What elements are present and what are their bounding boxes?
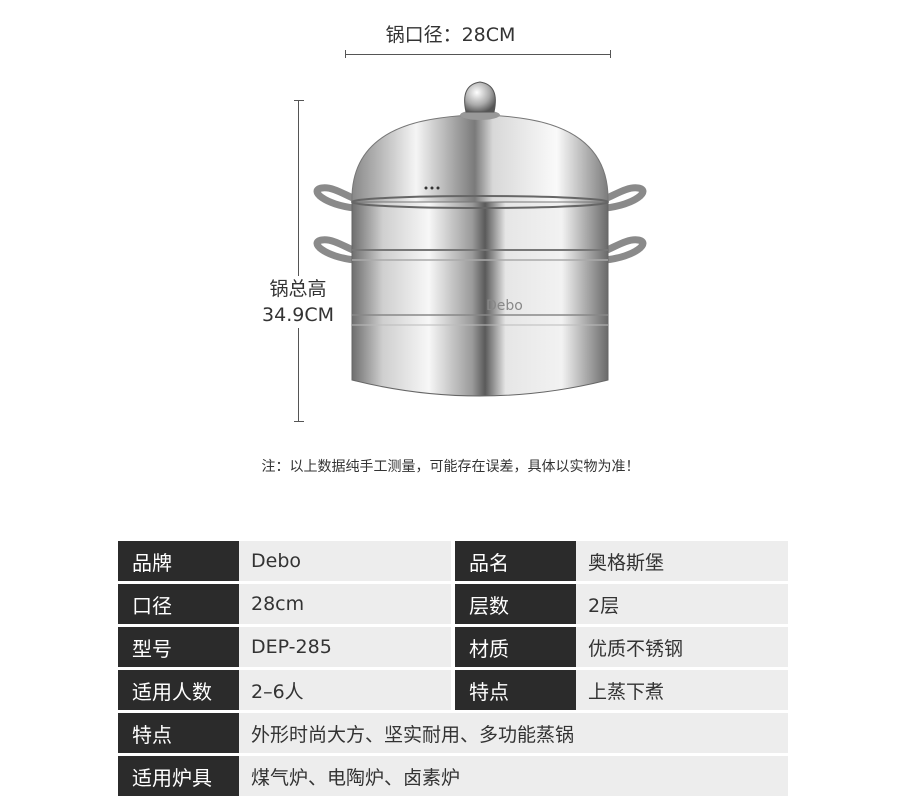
spec-label-feature-short: 特点 [455,670,576,710]
spec-label-servings: 适用人数 [118,670,239,710]
left-handle-upper [313,184,361,212]
right-handle-lower [599,236,647,264]
left-handle-lower [313,236,361,264]
height-dimension-line [294,100,304,422]
specs-row-servings: 适用人数 2–6人 特点 上蒸下煮 [118,670,788,710]
spec-label-model: 型号 [118,627,239,667]
pot-brand-mark: Debo [486,298,523,314]
measurement-note: 注：以上数据纯手工测量，可能存在误差，具体以实物为准！ [261,459,640,475]
lid-dome [351,114,609,203]
spec-value-material: 优质不锈钢 [576,627,788,667]
steamer-pot-image: Debo [300,60,670,420]
specs-row-diameter: 口径 28cm 层数 2层 [118,584,788,624]
right-handle-upper [599,184,647,212]
spec-label-diameter: 口径 [118,584,239,624]
spec-label-brand: 品牌 [118,541,239,581]
spec-value-features: 外形时尚大方、坚实耐用、多功能蒸锅 [239,713,788,753]
specs-row-features: 特点 外形时尚大方、坚实耐用、多功能蒸锅 [118,713,788,753]
height-label-title: 锅总高 [269,278,327,300]
spec-label-layers: 层数 [455,584,576,624]
spec-label-features: 特点 [118,713,239,753]
lid-knob [464,81,496,113]
spec-label-product-name: 品名 [455,541,576,581]
diameter-dimension-label: 锅口径：28CM [385,24,516,46]
spec-value-diameter: 28cm [239,584,451,624]
spec-label-stoves: 适用炉具 [118,756,239,796]
spec-value-model: DEP-285 [239,627,451,667]
specs-row-brand: 品牌 Debo 品名 奥格斯堡 [118,541,788,581]
specs-row-stoves: 适用炉具 煤气炉、电陶炉、卤素炉 [118,756,788,796]
height-dimension-label: 锅总高 34.9CM [246,276,350,328]
spec-label-material: 材质 [455,627,576,667]
specs-table: 品牌 Debo 品名 奥格斯堡 口径 28cm 层数 2层 型号 DEP-285… [118,541,788,799]
spec-value-servings: 2–6人 [239,670,451,710]
specs-row-model: 型号 DEP-285 材质 优质不锈钢 [118,627,788,667]
diameter-dimension-line [345,50,611,58]
height-label-value: 34.9CM [262,304,334,326]
spec-value-feature-short: 上蒸下煮 [576,670,788,710]
steamer-pot-illustration: Debo [313,81,647,397]
spec-value-product-name: 奥格斯堡 [576,541,788,581]
spec-value-brand: Debo [239,541,451,581]
pot-body [351,199,609,397]
spec-value-stoves: 煤气炉、电陶炉、卤素炉 [239,756,788,796]
spec-value-layers: 2层 [576,584,788,624]
